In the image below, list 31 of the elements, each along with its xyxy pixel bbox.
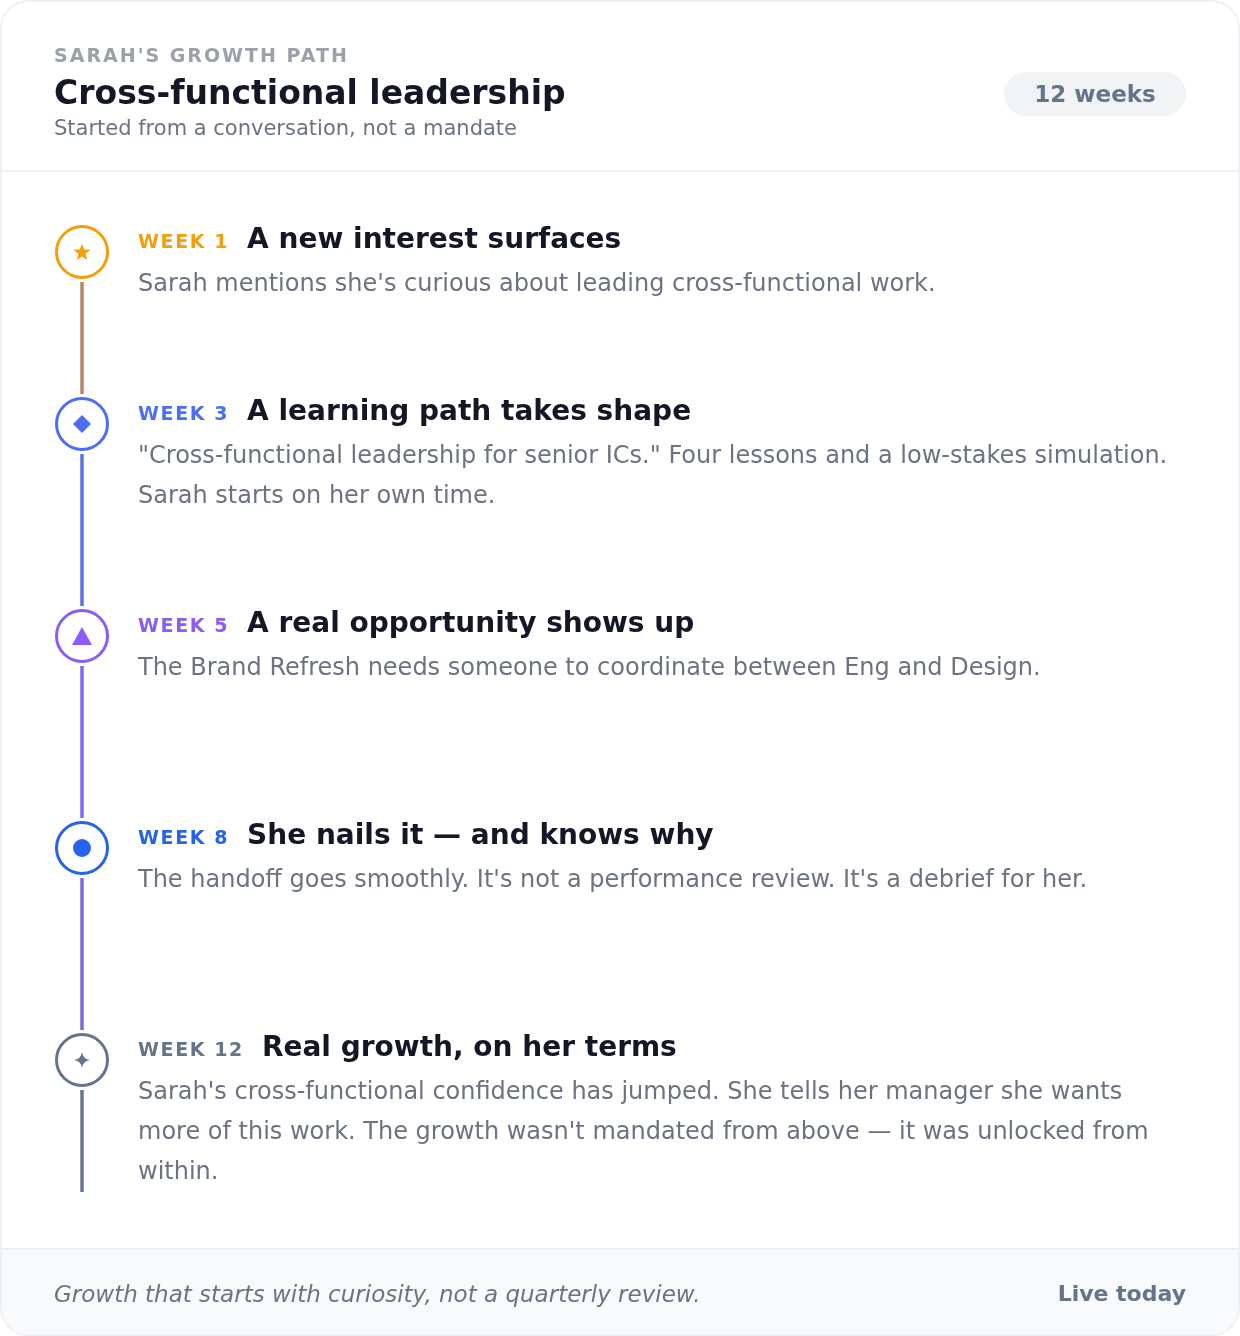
timeline-marker	[55, 821, 109, 875]
milestone-title: A real opportunity shows up	[247, 605, 695, 641]
status-text: Live today	[1057, 1280, 1186, 1308]
timeline-marker	[55, 609, 109, 663]
duration-badge: 12 weeks	[1004, 72, 1186, 116]
week-label: WEEK 1	[138, 230, 230, 252]
timeline-marker	[55, 397, 109, 451]
milestone-title: A new interest surfaces	[247, 221, 622, 257]
week-label: WEEK 12	[138, 1038, 244, 1060]
timeline-connector	[80, 282, 84, 394]
milestone-description: Sarah's cross-functional confidence has jumped. She tells her manager she wants more of this work. The growth wasn't mandated from above — it was unlocked from within.	[138, 1076, 1150, 1187]
milestone-description: The handoff goes smoothly. It's not a performance review. It's a debrief for her.	[138, 864, 1089, 895]
milestone-title: Real growth, on her terms	[261, 1029, 677, 1065]
page-title: Cross-functional leadership	[54, 73, 566, 113]
week-label: WEEK 5	[138, 614, 230, 636]
subtitle-text: Started from a conversation, not a mandate	[54, 115, 517, 141]
milestone-description: Sarah mentions she's curious about leading cross-functional work.	[138, 268, 937, 299]
timeline-marker	[55, 225, 109, 279]
timeline-connector	[80, 666, 84, 818]
footer-tagline: Growth that starts with curiosity, not a quarterly review.	[54, 1280, 701, 1309]
milestone-title: A learning path takes shape	[247, 393, 692, 429]
milestone-description: The Brand Refresh needs someone to coordinate between Eng and Design.	[138, 652, 1042, 683]
timeline-connector	[80, 1090, 84, 1192]
milestone-title: She nails it — and knows why	[247, 817, 714, 853]
timeline-connector	[80, 454, 84, 606]
week-label: WEEK 3	[138, 402, 230, 424]
milestone-description: "Cross-functional leadership for senior ICs." Four lessons and a low-stakes simulation. Sarah starts on her own time.	[138, 440, 1169, 511]
week-label: WEEK 8	[138, 826, 230, 848]
timeline-marker	[55, 1033, 109, 1087]
timeline-connector	[80, 878, 84, 1030]
eyebrow-text: SARAH'S GROWTH PATH	[54, 43, 349, 67]
